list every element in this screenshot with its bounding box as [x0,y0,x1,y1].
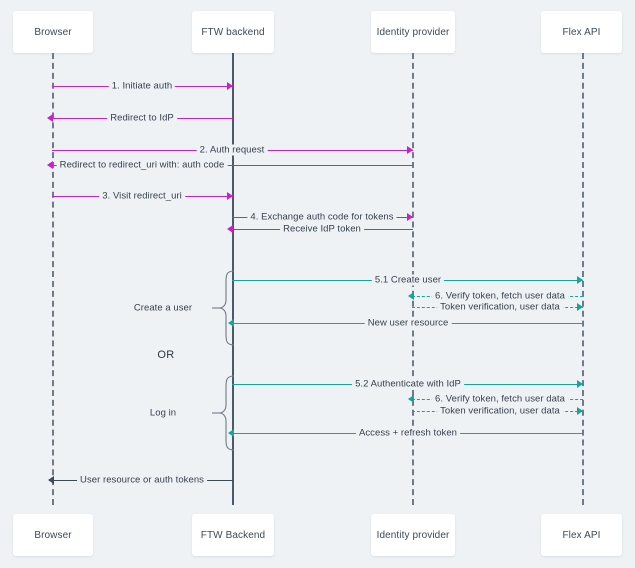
arrowhead-right-icon [227,82,233,90]
actor-label: Flex API [562,26,601,38]
actor-label: Flex API [562,529,601,541]
actor-label: Browser [34,529,72,541]
message-label: 5.2 Authenticate with IdP [352,378,464,390]
message-label: New user resource [364,317,452,329]
actor-box-identity-provider-bottom[interactable]: Identity provider [371,514,455,556]
actor-box-ftw-backend-top[interactable]: FTW backend [192,11,274,53]
message-label: Access + refresh token [356,427,460,439]
lifeline-ftw-backend [232,53,234,505]
arrowhead-left-icon [227,225,233,233]
message-label: Redirect to IdP [107,112,177,124]
arrowhead-left-icon [228,429,234,437]
arrowhead-left-icon [408,395,414,403]
message-label: 6. Verify token, fetch user data [432,290,568,302]
message-label: 4. Exchange auth code for tokens [247,211,397,223]
group-label-log-in: Log in [149,407,177,419]
arrowhead-left-icon [47,161,53,169]
actor-box-browser-top[interactable]: Browser [13,11,93,53]
actor-label: Identity provider [376,529,450,541]
actor-label: FTW backend [201,26,265,38]
arrowhead-right-icon [577,276,583,284]
message-label: 3. Visit redirect_uri [99,190,185,202]
message-label: Redirect to redirect_uri with: auth code [56,159,228,171]
group-label-create-a-user: Create a user [133,302,193,314]
actor-box-browser-bottom[interactable]: Browser [13,514,93,556]
message-label: Receive IdP token [280,223,364,235]
actor-label: Identity provider [376,26,450,38]
arrowhead-right-icon [407,213,413,221]
arrowhead-right-icon [577,407,583,415]
arrowhead-right-icon [577,303,583,311]
separator-or-label: OR [157,349,175,361]
arrowhead-right-icon [407,146,413,154]
actor-label: FTW Backend [200,529,266,541]
message-label: 6. Verify token, fetch user data [432,393,568,405]
message-label: User resource or auth tokens [77,474,207,486]
arrowhead-left-icon [47,114,53,122]
arrowhead-left-icon [228,319,234,327]
arrowhead-right-icon [577,380,583,388]
actor-box-identity-provider-top[interactable]: Identity provider [371,11,455,53]
actor-label: Browser [34,26,72,38]
actor-box-flex-api-bottom[interactable]: Flex API [541,514,622,556]
message-label: Token verification, user data [437,405,563,417]
message-label: 5.1 Create user [371,274,445,286]
message-label: 2. Auth request [196,144,268,156]
lifeline-browser [52,53,54,505]
lifeline-flex-api [582,53,584,505]
arrowhead-left-icon [48,476,54,484]
message-line [52,165,413,166]
group-brace-log-in [212,375,235,451]
group-brace-create-a-user [212,270,235,346]
actor-box-ftw-backend-bottom[interactable]: FTW Backend [192,514,274,556]
arrowhead-left-icon [408,292,414,300]
message-label: 1. Initiate auth [108,80,176,92]
message-label: Token verification, user data [437,301,563,313]
actor-box-flex-api-top[interactable]: Flex API [541,11,622,53]
arrowhead-right-icon [227,192,233,200]
